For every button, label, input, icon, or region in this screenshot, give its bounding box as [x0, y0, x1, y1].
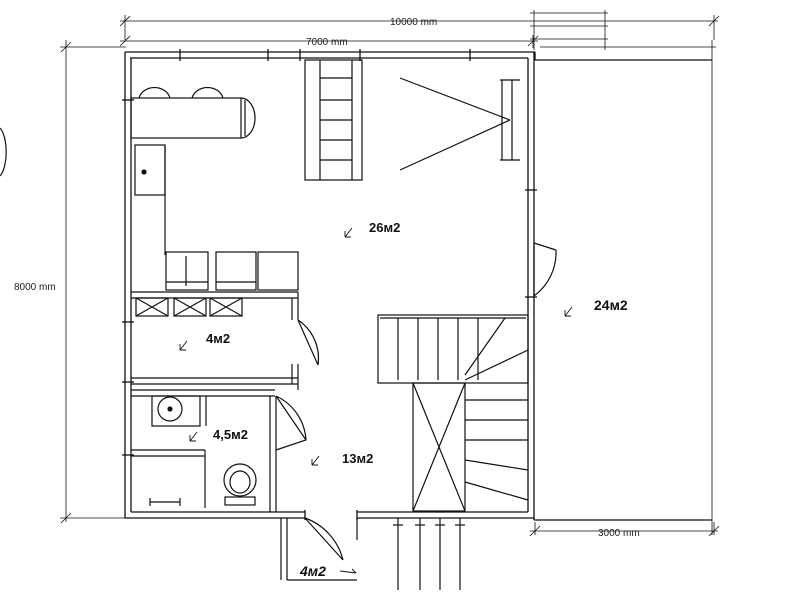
room-label-storage: 4м2	[206, 331, 230, 346]
entrance-porch	[280, 517, 465, 590]
terrace-door	[533, 242, 557, 297]
stair-top	[304, 59, 363, 181]
room-label-hallway: 13м2	[342, 451, 373, 466]
dimension-lines	[60, 10, 720, 537]
room-label-bathroom: 4,5м2	[213, 427, 248, 442]
dim-terrace-width: 3000 mm	[598, 528, 640, 539]
storage-door	[297, 319, 320, 366]
storage-room	[131, 291, 299, 390]
entrance-door	[304, 517, 344, 561]
bathroom-door	[275, 395, 307, 451]
room-label-porch: 4м2	[299, 563, 326, 579]
dim-total-width: 10000 mm	[390, 17, 437, 28]
cropped-arc	[0, 127, 7, 177]
bathroom	[131, 389, 277, 512]
window-fixture	[399, 77, 520, 171]
room-label-terrace: 24м2	[594, 297, 628, 313]
kitchen-units	[165, 251, 299, 291]
dim-height: 8000 mm	[14, 282, 56, 293]
kitchen-counter	[130, 86, 256, 139]
stool-left	[138, 86, 171, 99]
stool-right	[191, 86, 224, 99]
main-staircase	[377, 314, 529, 512]
toilet	[223, 463, 257, 506]
terrace-outline	[534, 59, 712, 521]
label-pointers	[179, 227, 573, 574]
room-label-main-hall: 26м2	[369, 220, 400, 235]
kitchen-cabinet	[134, 144, 166, 255]
dim-house-width: 7000 mm	[306, 37, 348, 48]
